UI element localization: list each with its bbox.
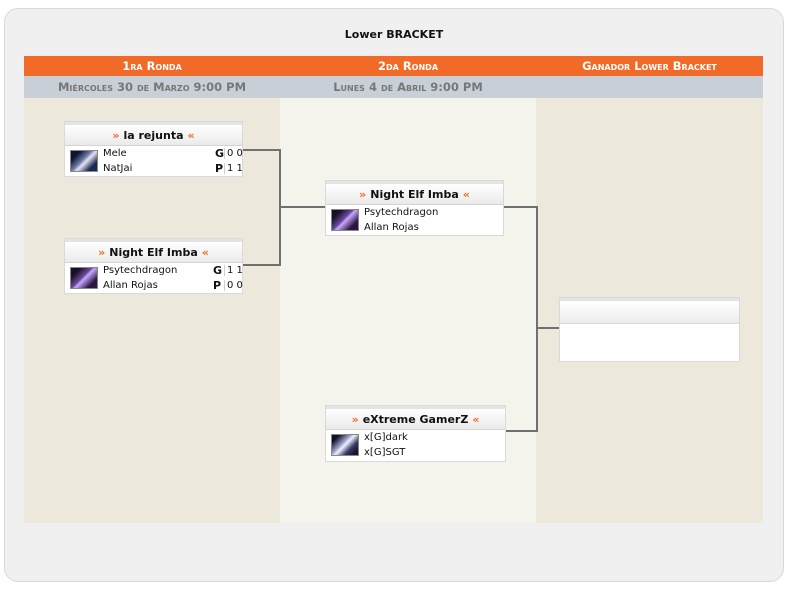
arrow-right-icon: » — [351, 412, 359, 426]
round-header-row: 1ra Ronda 2da Ronda Ganador Lower Bracke… — [24, 56, 763, 76]
arrow-right-icon: » — [359, 187, 367, 201]
match-body: Psytechdragon Allan Rojas — [326, 205, 503, 236]
match-body: Mele NatJai G P 0 0 1 1 — [65, 146, 243, 177]
round-2-date: Lunes 4 de Abril 9:00 PM — [333, 80, 483, 94]
match-card-la-rejunta[interactable]: » la rejunta « Mele NatJai G P 0 0 1 1 — [64, 121, 243, 177]
result-label: P — [215, 162, 224, 175]
round-2-label: 2da Ronda — [377, 59, 439, 73]
score: 1 1 — [224, 163, 247, 174]
team-name: eXtreme GamerZ — [362, 412, 469, 426]
score: 0 0 — [224, 148, 247, 159]
round-1-label: 1ra Ronda — [122, 59, 182, 73]
match-card-night-elf-imba-round-2[interactable]: » Night Elf Imba « Psytechdragon Allan R… — [325, 180, 504, 236]
arrow-left-icon: « — [472, 412, 480, 426]
arrow-right-icon: » — [98, 245, 106, 259]
round-1-date: Miércoles 30 de Marzo 9:00 PM — [57, 80, 247, 94]
connector-line — [280, 206, 325, 208]
team-name: Night Elf Imba — [109, 245, 198, 259]
team-avatar-icon — [70, 150, 98, 172]
team-name: la rejunta — [123, 128, 184, 142]
result-label: P — [213, 279, 222, 292]
connector-line — [503, 206, 537, 208]
match-team-header: » eXtreme GamerZ « — [326, 406, 505, 430]
player-name: Psytechdragon — [103, 265, 178, 276]
winner-slot-header — [560, 298, 739, 324]
match-team-header: » Night Elf Imba « — [326, 181, 503, 205]
match-body: Psytechdragon Allan Rojas G P 1 1 0 0 — [65, 263, 243, 294]
connector-line — [242, 149, 280, 151]
arrow-left-icon: « — [462, 187, 470, 201]
player-name: Psytechdragon — [364, 207, 439, 218]
connector-line — [505, 430, 537, 432]
arrow-left-icon: « — [187, 128, 195, 142]
player-name: x[G]SGT — [364, 447, 406, 458]
match-team-header: » Night Elf Imba « — [65, 239, 242, 263]
winner-date — [536, 76, 763, 98]
player-name: x[G]dark — [364, 432, 408, 443]
winner-slot — [559, 297, 740, 362]
page-title: Lower BRACKET — [344, 28, 444, 41]
winner-label: Ganador Lower Bracket — [582, 59, 717, 73]
connector-line — [536, 206, 538, 432]
result-label: G — [215, 147, 225, 160]
player-name: Allan Rojas — [364, 222, 419, 233]
arrow-right-icon: » — [112, 128, 120, 142]
connector-line — [242, 264, 280, 266]
team-avatar-icon — [331, 434, 359, 456]
player-name: Mele — [103, 148, 127, 159]
team-avatar-icon — [331, 209, 359, 231]
match-card-extreme-gamerz[interactable]: » eXtreme GamerZ « x[G]dark x[G]SGT — [325, 405, 506, 462]
score: 1 1 — [224, 265, 247, 276]
result-label: G — [213, 264, 223, 277]
score: 0 0 — [224, 280, 247, 291]
player-name: Allan Rojas — [103, 280, 158, 291]
team-avatar-icon — [70, 267, 98, 289]
match-card-night-elf-imba[interactable]: » Night Elf Imba « Psytechdragon Allan R… — [64, 238, 243, 294]
round-date-row: Miércoles 30 de Marzo 9:00 PM Lunes 4 de… — [24, 76, 763, 98]
connector-line — [537, 327, 559, 329]
match-team-header: » la rejunta « — [65, 122, 242, 146]
match-body: x[G]dark x[G]SGT — [326, 430, 505, 461]
team-name: Night Elf Imba — [370, 187, 459, 201]
player-name: NatJai — [103, 163, 133, 174]
arrow-left-icon: « — [201, 245, 209, 259]
